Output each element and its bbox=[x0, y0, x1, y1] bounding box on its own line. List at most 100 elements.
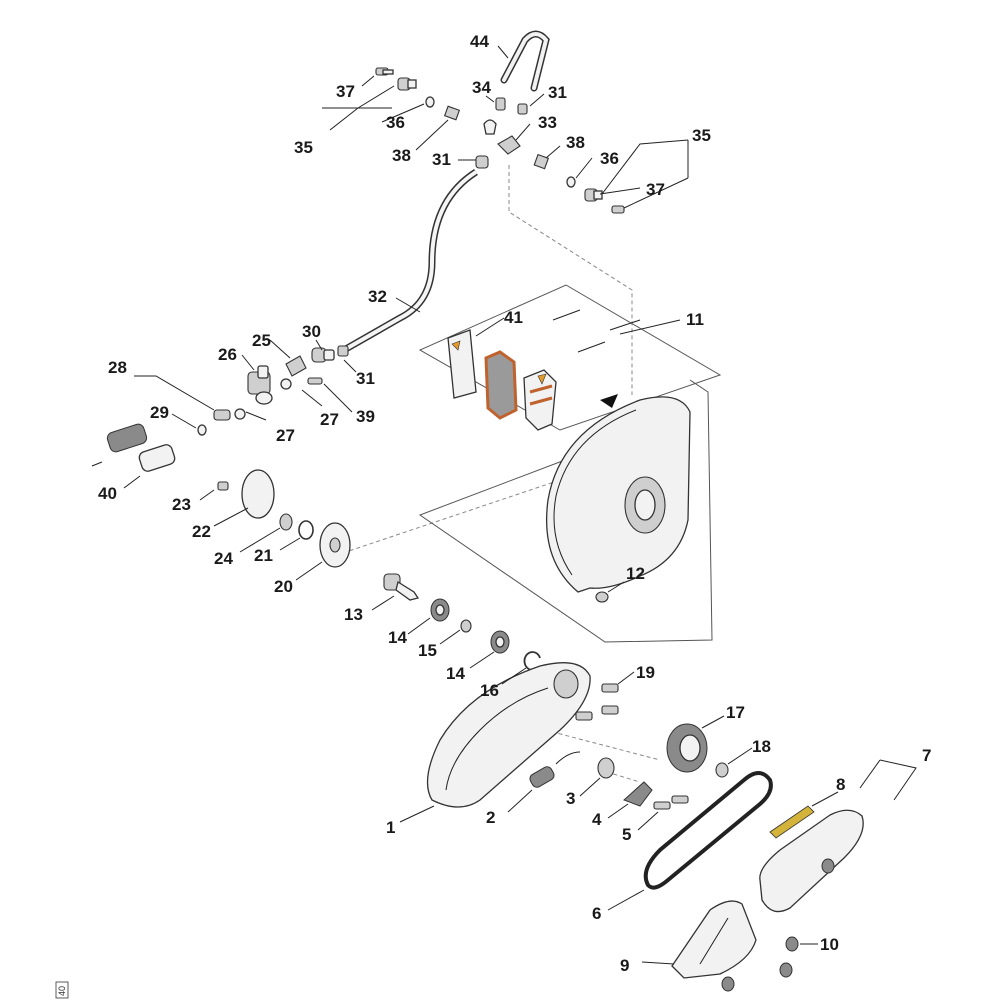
callout-37: 37 bbox=[646, 180, 665, 199]
callout-numbers: 44 37 34 31 35 36 33 38 31 38 36 35 37 3… bbox=[98, 32, 931, 975]
part-32-water-hose bbox=[342, 169, 478, 354]
callout-12: 12 bbox=[626, 564, 645, 583]
guard-assembly-frame bbox=[418, 284, 722, 643]
part-36-washer-right bbox=[566, 176, 576, 188]
callout-11: 11 bbox=[686, 310, 704, 329]
part-4-plate bbox=[623, 781, 653, 807]
part-36-washer-top-left bbox=[425, 96, 435, 108]
callout-34: 34 bbox=[472, 78, 491, 97]
callout-6: 6 bbox=[592, 904, 601, 923]
part-35-bolt-top-left bbox=[397, 77, 417, 91]
callout-23: 23 bbox=[172, 495, 191, 514]
part-13-spindle bbox=[383, 573, 420, 601]
part-29-oring bbox=[197, 424, 207, 436]
part-38-clip-top-left bbox=[443, 105, 461, 121]
callout-31: 31 bbox=[548, 83, 567, 102]
part-19-screws bbox=[575, 683, 619, 721]
part-22-disc bbox=[241, 469, 275, 519]
part-2-tensioner-spring bbox=[529, 751, 581, 788]
part-28-nipple bbox=[213, 409, 231, 421]
image-reference-number: 40 bbox=[57, 986, 67, 996]
part-23-screw bbox=[217, 481, 229, 491]
callout-39: 39 bbox=[356, 407, 375, 426]
callout-8: 8 bbox=[836, 775, 845, 794]
callout-14: 14 bbox=[388, 628, 407, 647]
callout-3: 3 bbox=[566, 789, 575, 808]
part-44-hose-bow bbox=[500, 30, 550, 92]
callout-19: 19 bbox=[636, 663, 655, 682]
callout-5: 5 bbox=[622, 825, 631, 844]
callout-44: 44 bbox=[470, 32, 489, 51]
part-37-screw-top-left bbox=[375, 67, 394, 76]
callout-20: 20 bbox=[274, 577, 293, 596]
callout-35: 35 bbox=[294, 138, 313, 157]
callout-33: 33 bbox=[538, 113, 557, 132]
part-27-oring-upper bbox=[280, 378, 292, 390]
part-40-quick-coupling bbox=[91, 423, 176, 472]
part-16-circlip bbox=[523, 651, 541, 671]
part-30-connector bbox=[311, 347, 335, 363]
part-20-flange bbox=[319, 522, 351, 568]
part-39-screw bbox=[307, 377, 323, 385]
part-31-nut-lower bbox=[337, 345, 349, 357]
callout-2: 2 bbox=[486, 808, 495, 827]
callout-18: 18 bbox=[752, 737, 771, 756]
part-31-nut-top bbox=[517, 103, 528, 115]
part-38-clip-right bbox=[533, 153, 550, 170]
callout-17: 17 bbox=[726, 703, 745, 722]
part-25-fitting bbox=[285, 355, 307, 377]
part-14-bearing-upper bbox=[430, 598, 450, 622]
part-1-arm-housing bbox=[426, 662, 591, 808]
assembly-guide-lines bbox=[342, 165, 661, 783]
callout-26: 26 bbox=[218, 345, 237, 364]
part-37-screw-right bbox=[611, 205, 625, 214]
part-35-bolt-right bbox=[584, 188, 603, 202]
callout-27: 27 bbox=[320, 410, 339, 429]
callout-4: 4 bbox=[592, 810, 602, 829]
part-9-cover bbox=[671, 900, 757, 979]
part-26-valve-body bbox=[247, 365, 273, 405]
part-3-cam bbox=[597, 757, 615, 779]
callout-30: 30 bbox=[302, 322, 321, 341]
part-15-spacer bbox=[460, 619, 472, 633]
callout-1: 1 bbox=[386, 818, 395, 837]
part-18-nut bbox=[715, 762, 729, 778]
callout-41: 41 bbox=[504, 308, 523, 327]
part-12-nozzle bbox=[595, 591, 609, 603]
callout-22: 22 bbox=[192, 522, 211, 541]
part-6-v-belt bbox=[643, 771, 773, 890]
callout-38: 38 bbox=[392, 146, 411, 165]
callout-14: 14 bbox=[446, 664, 465, 683]
callout-29: 29 bbox=[150, 403, 169, 422]
part-14-bearing-lower bbox=[490, 630, 510, 654]
callout-13: 13 bbox=[344, 605, 363, 624]
callout-25: 25 bbox=[252, 331, 271, 350]
callout-31: 31 bbox=[356, 369, 375, 388]
part-8-label bbox=[769, 805, 815, 839]
part-34-fitting bbox=[483, 97, 506, 135]
part-27-oring-lower bbox=[234, 408, 246, 420]
part-41-warning-labels bbox=[447, 329, 557, 431]
part-33-valve bbox=[497, 135, 521, 155]
part-10-nuts bbox=[721, 936, 799, 992]
image-reference-box: 40 bbox=[55, 981, 69, 999]
callout-36: 36 bbox=[600, 149, 619, 168]
part-7-belt-guard bbox=[759, 809, 864, 913]
callout-31: 31 bbox=[432, 150, 451, 169]
callout-28: 28 bbox=[108, 358, 127, 377]
part-24-bushing bbox=[279, 513, 293, 531]
callout-21: 21 bbox=[254, 546, 273, 565]
callout-40: 40 bbox=[98, 484, 117, 503]
callout-27: 27 bbox=[276, 426, 295, 445]
callout-24: 24 bbox=[214, 549, 233, 568]
callout-7: 7 bbox=[922, 746, 931, 765]
part-31-nut-mid bbox=[475, 155, 489, 169]
callout-9: 9 bbox=[620, 956, 629, 975]
callout-35: 35 bbox=[692, 126, 711, 145]
part-11-blade-guard bbox=[545, 394, 691, 593]
part-21-snap-ring bbox=[298, 520, 314, 540]
callout-15: 15 bbox=[418, 641, 437, 660]
callout-38: 38 bbox=[566, 133, 585, 152]
callout-16: 16 bbox=[480, 681, 499, 700]
